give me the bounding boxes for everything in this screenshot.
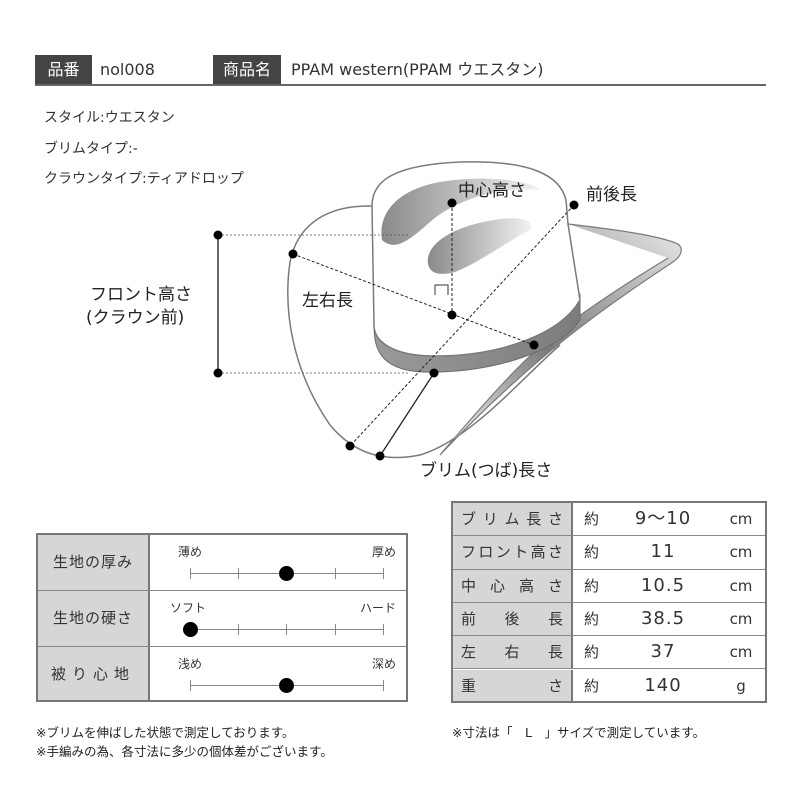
header-divider [35,84,766,86]
label-front-height-sub: (クラウン前) [86,308,185,328]
approx-label: 約 [584,543,600,562]
size-value: 140 [644,674,682,696]
note-handmade-variance: ※手編みの為、各寸法に多少の個体差がございます。 [36,744,333,759]
note-measured-size: ※寸法は「 L 」サイズで測定しています。 [452,725,705,740]
spec-crown-type: クラウンタイプ:ティアドロップ [44,171,244,187]
spec-brim-type: ブリムタイプ:- [44,141,138,157]
label-brim-length: ブリム(つば)長さ [420,461,553,481]
note-brim-measured: ※ブリムを伸ばした状態で測定しております。 [36,725,295,740]
scale-high-label: 深め [371,657,396,671]
fabric-properties-table: 生地の厚み 薄め 厚め 生地の硬さ ソフト ハード 被り心地 浅め 深め [36,533,408,702]
fabric-row-hardness: 生地の硬さ ソフト ハード [38,591,406,647]
size-row-front-height: フロント高さ 約 11 cm [453,536,765,570]
size-row-label: フロント高さ [453,536,573,569]
scale-track [190,629,384,630]
scale-high-label: 厚め [371,545,396,559]
label-center-height: 中心高さ [458,181,526,201]
size-unit: cm [729,576,753,595]
size-value: 37 [650,641,676,663]
size-row-weight: 重さ 約 140 g [453,669,765,701]
scale-indicator-dot [279,678,294,693]
fabric-row-fit-depth: 被り心地 浅め 深め [38,647,406,700]
label-left-right-length: 左右長 [302,291,353,311]
product-name-value: PPAM western(PPAM ウエスタン) [291,60,544,79]
brim-length-line [379,372,435,457]
approx-label: 約 [584,643,600,662]
scale-high-label: ハード [359,601,396,615]
size-row-label: 左右長 [453,636,573,669]
size-row-label: ブリム長さ [453,503,573,536]
size-value: 38.5 [640,607,686,629]
item-number-value: nol008 [100,60,155,79]
left-right-line [292,253,535,346]
size-row-label: 重さ [453,669,573,701]
fabric-row-label: 生地の硬さ [38,591,150,646]
size-unit: cm [729,543,753,562]
hat-diagram [213,161,682,461]
fabric-row-label: 被り心地 [38,647,150,700]
approx-label: 約 [584,676,600,695]
scale-low-label: 薄め [178,545,203,559]
size-unit: cm [729,609,753,628]
size-row-label: 前後長 [453,602,573,636]
label-front-height: フロント高さ [90,285,192,305]
size-row-front-back-length: 前後長 約 38.5 cm [453,602,765,637]
size-unit: cm [729,510,753,528]
size-value: 11 [650,541,676,563]
scale-low-label: 浅め [178,657,203,671]
scale-indicator-dot [183,622,198,637]
scale-low-label: ソフト [170,601,207,615]
approx-label: 約 [584,510,600,528]
approx-label: 約 [584,576,600,595]
size-row-label: 中心高さ [453,569,573,602]
fabric-row-label: 生地の厚み [38,535,150,590]
size-row-center-height: 中心高さ 約 10.5 cm [453,569,765,603]
size-value: 9〜10 [634,508,692,529]
size-row-brim-length: ブリム長さ 約 9〜10 cm [453,503,765,537]
approx-label: 約 [584,609,600,628]
product-name-label: 商品名 [213,55,281,84]
size-unit: g [736,676,746,695]
fabric-row-thickness: 生地の厚み 薄め 厚め [38,535,406,591]
size-table: ブリム長さ 約 9〜10 cm フロント高さ 約 11 cm 中心高さ 約 10… [451,501,767,703]
scale-indicator-dot [279,566,294,581]
item-number-label: 品番 [35,55,92,84]
spec-style: スタイル:ウエスタン [44,110,175,126]
size-unit: cm [729,643,753,662]
label-front-back-length: 前後長 [586,185,637,205]
size-value: 10.5 [640,574,686,596]
size-row-left-right-length: 左右長 約 37 cm [453,636,765,670]
